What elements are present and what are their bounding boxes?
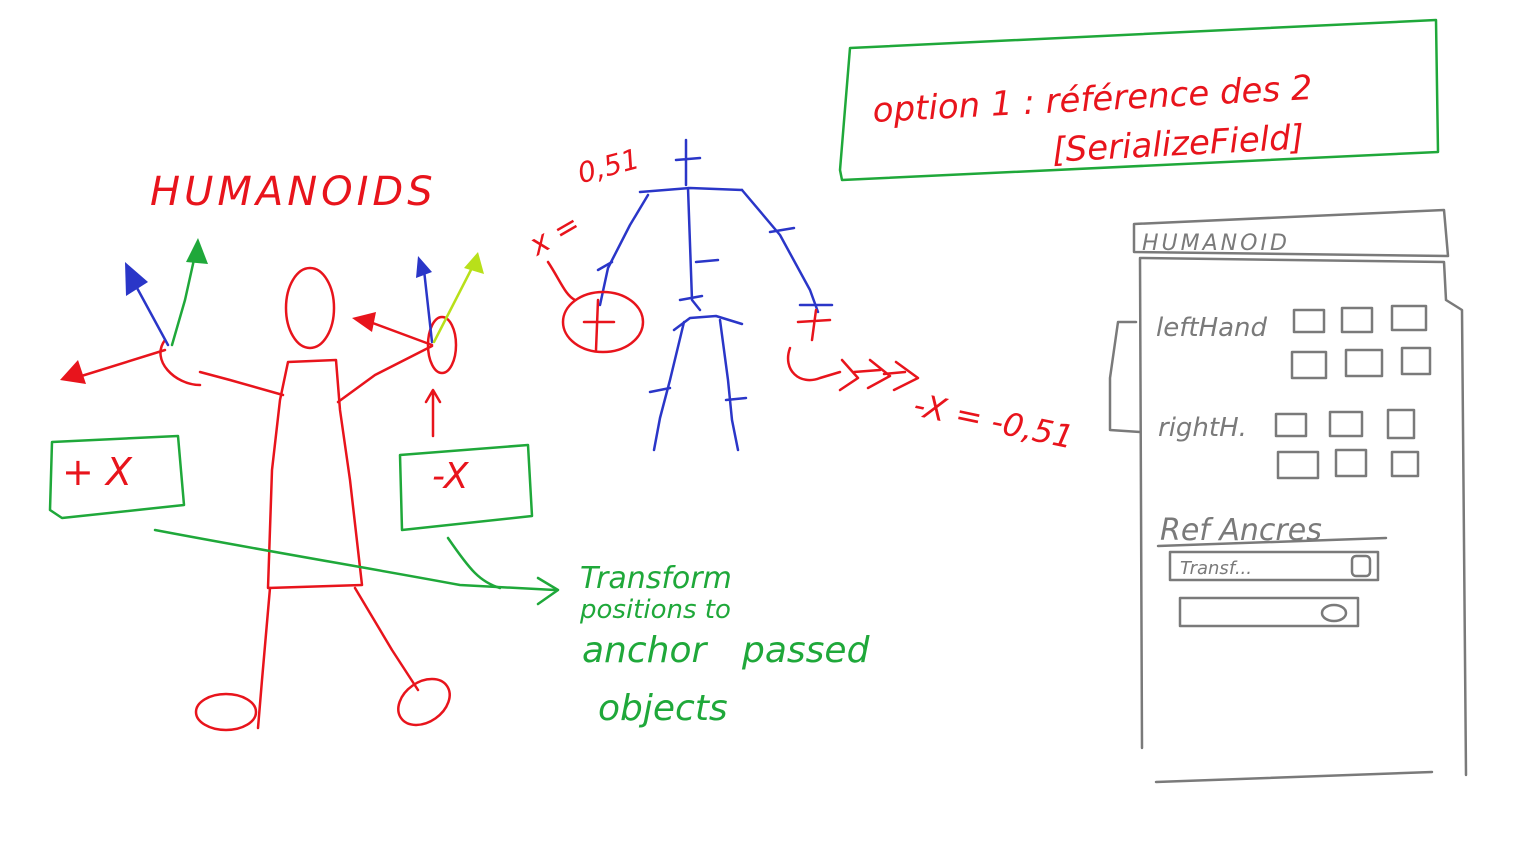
vector-field[interactable] <box>1292 308 1326 334</box>
transform-annotation: Transform positions to anchor passed obj… <box>579 561 871 729</box>
left-green-axis <box>170 253 197 347</box>
figure-arm-left <box>198 370 285 397</box>
vector-field[interactable] <box>1340 306 1374 334</box>
skeleton-x-value: 0,51 <box>574 142 643 190</box>
inspector-bottom-line <box>1154 770 1434 784</box>
object-picker-icon[interactable] <box>1350 554 1372 578</box>
inspector-group-bracket <box>1108 320 1142 434</box>
skeleton-arrow-label: -X = -0,51 <box>910 386 1077 457</box>
skeleton-x-pointer <box>546 260 577 302</box>
vector-field[interactable] <box>1328 410 1364 438</box>
yellow-arrowhead-icon <box>464 252 484 274</box>
skeleton-leg-right <box>718 318 740 452</box>
vector-field[interactable] <box>1276 450 1320 480</box>
plus-icon <box>582 298 616 352</box>
annotation-line-5: objects <box>598 688 728 729</box>
right-hand-fields <box>1274 408 1420 480</box>
anchor-object-value: Transf... <box>1180 558 1252 579</box>
right-hand-label: rightH. <box>1158 413 1247 443</box>
skeleton-spine <box>686 186 702 312</box>
vector-field[interactable] <box>1344 348 1384 378</box>
figure-leg-right <box>353 586 420 692</box>
vector-field[interactable] <box>1386 408 1416 440</box>
vector-field[interactable] <box>1334 448 1368 478</box>
skeleton-shoulders <box>638 186 744 194</box>
red-arrowhead-icon <box>352 312 376 332</box>
vector-field[interactable] <box>1400 346 1432 376</box>
skeleton-figure: 0,51 x = -X = -0,51 <box>523 138 1077 457</box>
right-blue-axis <box>422 268 434 344</box>
figure-body <box>266 358 364 590</box>
inspector-body <box>1138 256 1468 777</box>
left-humanoid-figure: HUMANOIDS + X -X <box>48 169 560 732</box>
note-box <box>838 18 1440 182</box>
vector-field[interactable] <box>1290 350 1328 380</box>
skeleton-arm-left <box>598 193 650 307</box>
right-red-axis <box>368 320 434 347</box>
annotation-line-4: passed <box>741 630 871 671</box>
annotation-line-1: Transform <box>580 561 732 596</box>
skeleton-hips <box>672 294 744 332</box>
vector-field[interactable] <box>1390 450 1420 478</box>
up-arrow-icon <box>424 388 442 438</box>
connector-arrow-left <box>153 528 557 592</box>
left-hand-fields <box>1290 304 1432 380</box>
option-note: option 1 : référence des 2 [SerializeFie… <box>838 18 1440 182</box>
plus-icon <box>796 308 832 342</box>
humanoids-title: HUMANOIDS <box>150 169 437 215</box>
blue-arrowhead-icon <box>416 256 432 278</box>
skeleton-arm-right <box>740 188 820 314</box>
skeleton-leg-left <box>652 320 686 452</box>
skeleton-neck <box>674 138 702 187</box>
minus-x-box <box>398 443 534 532</box>
left-red-axis <box>73 348 167 380</box>
connector-arrow-right <box>446 536 502 590</box>
minus-x-label: -X <box>432 456 470 497</box>
left-hand-circle <box>159 338 202 387</box>
figure-foot-left <box>194 692 258 732</box>
inspector-title: HUMANOID <box>1142 231 1290 256</box>
skeleton-x-label: x = <box>523 207 587 264</box>
skeleton-left-hand-circle <box>561 290 645 354</box>
vector-field[interactable] <box>1274 412 1308 438</box>
right-yellow-axis <box>432 260 477 344</box>
figure-arm-right <box>336 344 434 404</box>
red-arrowhead-icon <box>60 360 86 384</box>
target-icon[interactable] <box>1320 603 1348 623</box>
blue-arrowhead-icon <box>125 262 148 296</box>
annotation-line-2: positions to <box>579 595 731 625</box>
figure-head <box>284 266 336 350</box>
inspector-panel: HUMANOID leftHand rightH. Ref Ancres Tra… <box>1108 208 1468 784</box>
left-hand-label: leftHand <box>1156 313 1268 343</box>
ref-anchors-underline <box>1156 536 1388 548</box>
green-arrowhead-icon <box>186 238 208 264</box>
skeleton-joint-ticks <box>596 226 834 402</box>
skeleton-arrow <box>787 346 920 392</box>
anchor-object-field[interactable] <box>1168 550 1380 582</box>
anchor-object-field-2[interactable] <box>1178 596 1360 628</box>
right-hand-circle <box>426 315 458 375</box>
vector-field[interactable] <box>1390 304 1428 332</box>
note-line-2: [SerializeField] <box>1051 118 1305 171</box>
figure-foot-right <box>397 677 451 727</box>
plus-x-box <box>48 434 186 520</box>
plus-x-label: + X <box>62 450 133 494</box>
inspector-header <box>1132 208 1450 258</box>
annotation-line-3: anchor <box>582 630 709 671</box>
arrowhead-icon <box>536 576 560 606</box>
figure-leg-left <box>256 586 272 730</box>
